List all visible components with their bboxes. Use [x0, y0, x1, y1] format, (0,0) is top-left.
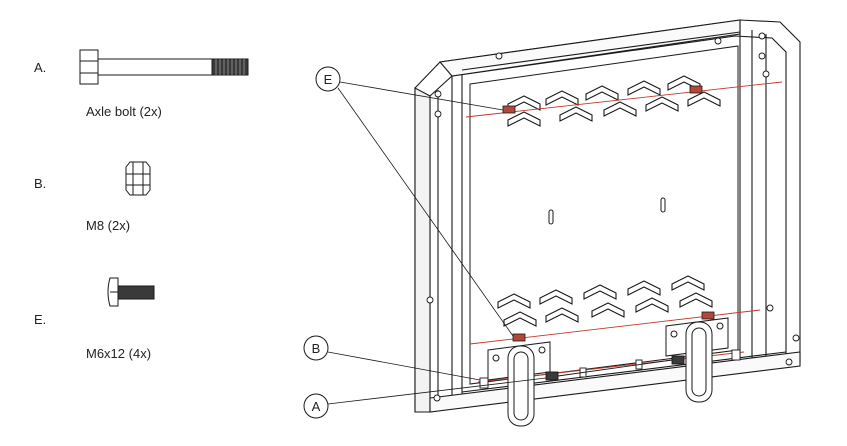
- hex-nut-icon: [125, 161, 151, 196]
- part-e-letter: E.: [34, 312, 47, 327]
- callout-a-label: A: [312, 399, 321, 414]
- axle-assembly: [479, 349, 741, 389]
- truss-screw-icon: [107, 277, 155, 307]
- left-wheel: [487, 341, 551, 427]
- part-a-letter: A.: [34, 60, 47, 75]
- m6-screws: [502, 85, 715, 342]
- lower-chevron-slots: [497, 275, 713, 327]
- part-a-caption: Axle bolt (2x): [86, 104, 162, 119]
- callout-e-label: E: [324, 72, 333, 87]
- center-slots: [548, 197, 666, 225]
- axle-bolt-icon: [79, 49, 249, 85]
- part-b-letter: B.: [34, 176, 47, 191]
- callout-b-label: B: [312, 341, 321, 356]
- part-e-caption: M6x12 (4x): [86, 346, 152, 361]
- callout-b: [303, 335, 481, 381]
- part-b-caption: M8 (2x): [86, 218, 131, 233]
- callout-e: [315, 66, 514, 337]
- right-wheel: [665, 317, 729, 403]
- callout-a: [303, 377, 547, 419]
- frame-holes: [426, 32, 800, 402]
